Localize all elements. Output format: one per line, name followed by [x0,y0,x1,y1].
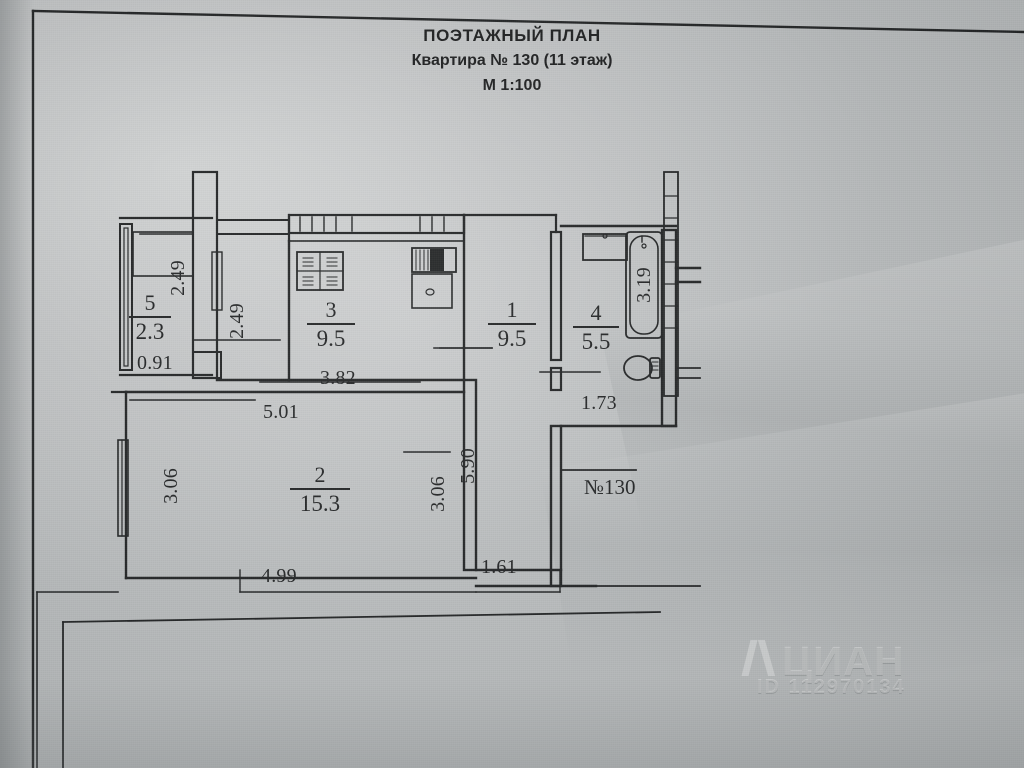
corridor-inner-left-wall [462,378,478,572]
corridor-right-wall [549,230,563,362]
dim-mid-left: 3.06 [426,476,449,512]
bathtub-drain [641,243,647,249]
plan-title-line1: ПОЭТАЖНЫЙ ПЛАН [423,26,601,45]
dim-balcony-width: 0.91 [137,352,173,374]
plan-title-line2: Квартира № 130 (11 этаж) [411,52,613,69]
bathroom-sink-tap [602,233,608,239]
room-label-2: 2 15.3 [290,462,350,517]
bathtub-inner [629,235,659,335]
room-label-5: 5 2.3 [129,290,171,345]
corridor-inner-right-wall [549,424,563,588]
room-label-1: 1 9.5 [488,297,536,352]
room-label-4: 4 5.5 [573,300,619,355]
room-1-area: 9.5 [488,323,536,352]
kitchen-counter-icon [411,247,457,273]
balcony-outer-rail [119,223,133,371]
plan-title-line3: М 1:100 [482,77,542,94]
kitchen-counter-hatch [415,249,429,271]
vent-shaft-rungs [663,195,679,329]
kitchen-appliance-dark [430,249,444,271]
dim-bathtub-length: 3.19 [632,267,655,303]
room-4-area: 5.5 [573,326,619,355]
toilet-cistern-icon [649,357,661,379]
hall-lower-wall [192,351,222,379]
toilet-bowl-icon [623,355,653,381]
kitchen-sill [288,232,465,242]
dim-living-top: 5.01 [263,401,299,423]
kitchen-window-mullions [299,216,337,232]
dim-bathroom-width: 1.73 [581,392,617,414]
dim-living-bottom: 4.99 [261,565,297,587]
room-label-3: 3 9.5 [307,297,355,352]
room-2-area: 15.3 [290,488,350,517]
dim-bottom-right: 1.61 [481,556,517,578]
room-5-number: 5 [144,290,156,315]
room-3-area: 9.5 [307,323,355,352]
kitchen-window-mullions-2 [351,216,445,232]
apartment-number-marker: №130 [584,475,636,499]
corridor-right-wall-lower [549,366,563,392]
kitchen-sink-icon [411,273,453,309]
hall-top-wall [216,219,290,235]
dim-living-left: 3.06 [159,468,182,504]
kitchen-top-wall [287,213,466,235]
dim-hall-height: 2.49 [225,303,248,339]
stove-burner-marks [302,257,338,286]
bathtub-outline [625,231,663,339]
living-window [117,439,129,537]
room-5-area: 2.3 [129,316,171,345]
dim-frame-bottom [62,611,661,623]
hall-left-wall [191,170,219,380]
stove-divider [296,251,344,291]
sheet-edge-top [31,9,1024,34]
dim-mid-right: 5.90 [456,448,479,484]
room-3-number: 3 [325,297,337,322]
dim-kitchen-width: 3.82 [320,367,356,389]
room-2-number: 2 [314,462,326,487]
balcony-inner-rail [123,227,129,367]
sink-drain [425,288,435,296]
room-1-number: 1 [506,297,518,322]
toilet-cistern-hatch [651,361,659,371]
hall-door-opening [211,251,223,311]
room-4-number: 4 [590,300,602,325]
dim-balcony-height: 2.49 [166,260,189,296]
